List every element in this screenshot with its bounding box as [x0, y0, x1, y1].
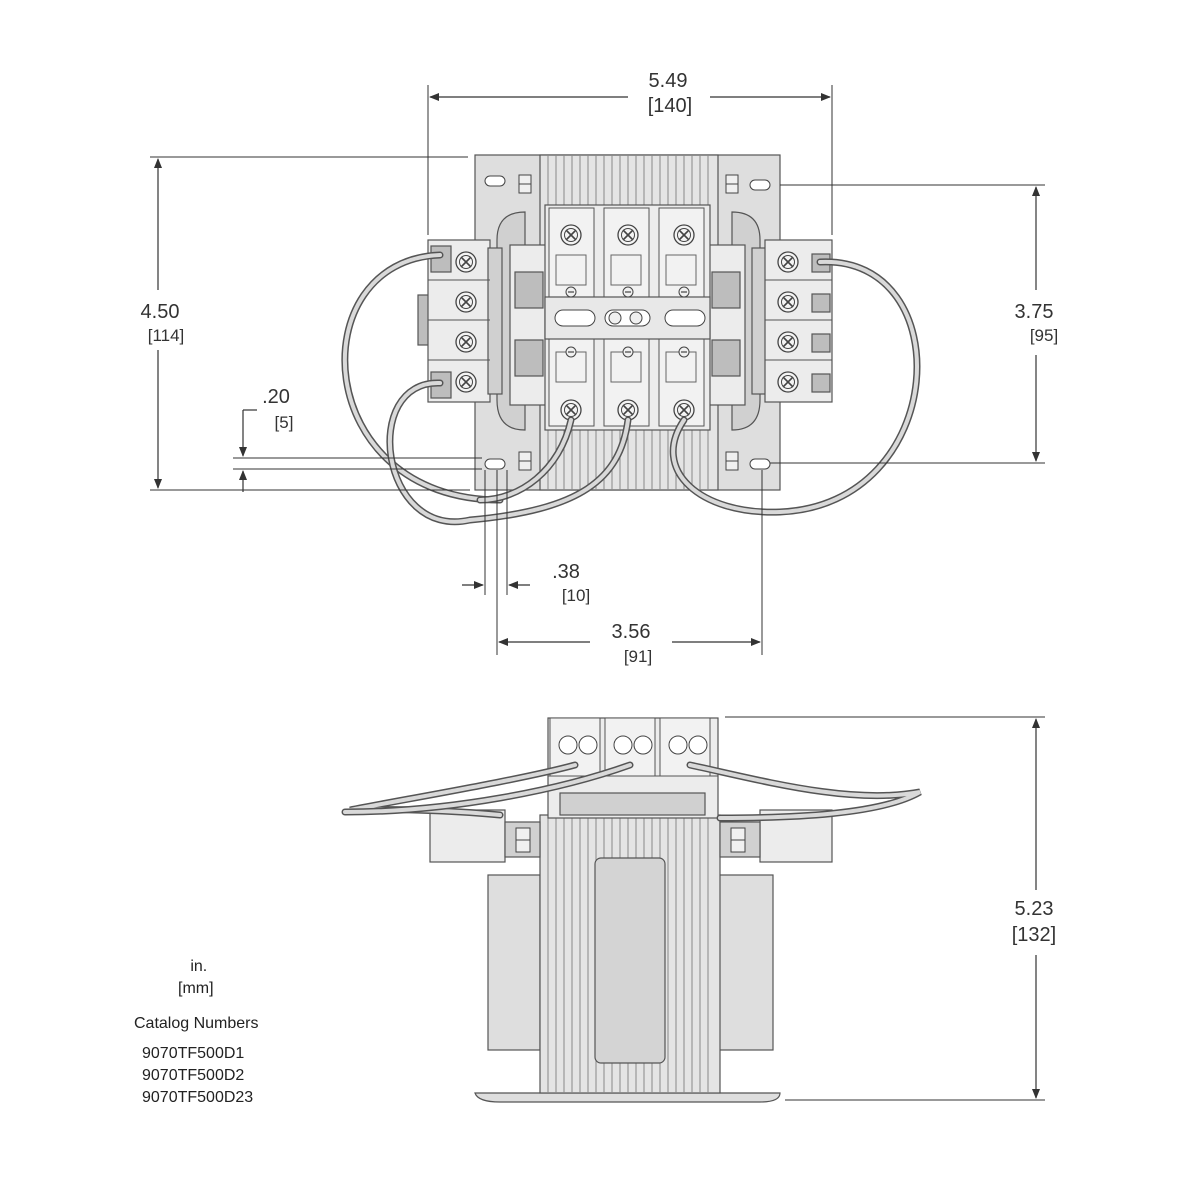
dim-mount-vertical-in: 3.75	[1015, 301, 1054, 323]
catalog-number: 9070TF500D2	[142, 1067, 245, 1084]
catalog-number: 9070TF500D1	[142, 1045, 245, 1062]
catalog-numbers: Catalog Numbers 9070TF500D1 9070TF500D2 …	[134, 1013, 259, 1109]
center-terminal-block	[509, 204, 746, 431]
side-bolt-left	[515, 827, 531, 853]
dim-slot-offset-in: .20	[262, 386, 290, 408]
catalog-title: Catalog Numbers	[134, 1015, 259, 1032]
mount-slot-tl	[484, 175, 506, 187]
unit-mm-label: [mm]	[178, 980, 214, 997]
nameplate	[594, 857, 666, 1064]
base-foot	[474, 1092, 781, 1103]
mount-slot-br	[749, 458, 771, 470]
dim-mount-horizontal-mm: [91]	[624, 647, 652, 666]
dim-slot-offset-mm: [5]	[275, 413, 294, 432]
plate-bolt-tl	[518, 174, 532, 194]
catalog-number: 9070TF500D23	[142, 1089, 254, 1106]
dim-width-in: 5.49	[649, 70, 688, 92]
dim-slot-width-mm: [10]	[562, 586, 590, 605]
mount-slot-tr	[749, 179, 771, 191]
top-view: 5.49 [140] 4.50 [114] 3.75 [95] .20 [5] …	[141, 70, 1059, 666]
coil-shell-left	[487, 874, 541, 1051]
left-terminal-strip	[417, 239, 503, 403]
plate-bolt-bl	[518, 451, 532, 471]
unit-inch-label: in.	[190, 958, 208, 975]
dim-width-mm: [140]	[648, 95, 692, 117]
dim-depth-in: 5.23	[1015, 898, 1054, 920]
unit-legend: in. [mm]	[178, 956, 214, 1000]
dim-height-mm: [114]	[148, 326, 185, 345]
dim-mount-horizontal-in: 3.56	[612, 621, 651, 643]
plate-bolt-tr	[725, 174, 739, 194]
dim-mount-vertical-mm: [95]	[1030, 326, 1058, 345]
dim-depth-mm: [132]	[1012, 924, 1056, 946]
plate-bolt-br	[725, 451, 739, 471]
dim-height-in: 4.50	[141, 301, 180, 323]
dim-slot-width-in: .38	[552, 561, 580, 583]
coil-shell-right	[717, 874, 774, 1051]
mount-slot-bl	[484, 458, 506, 470]
side-wires	[341, 761, 922, 822]
jumper-wires	[341, 251, 921, 526]
core-side	[539, 814, 721, 1094]
right-terminal-strip	[751, 239, 833, 403]
side-view: 5.23 [132]	[341, 716, 1056, 1103]
side-bolt-right	[730, 827, 746, 853]
